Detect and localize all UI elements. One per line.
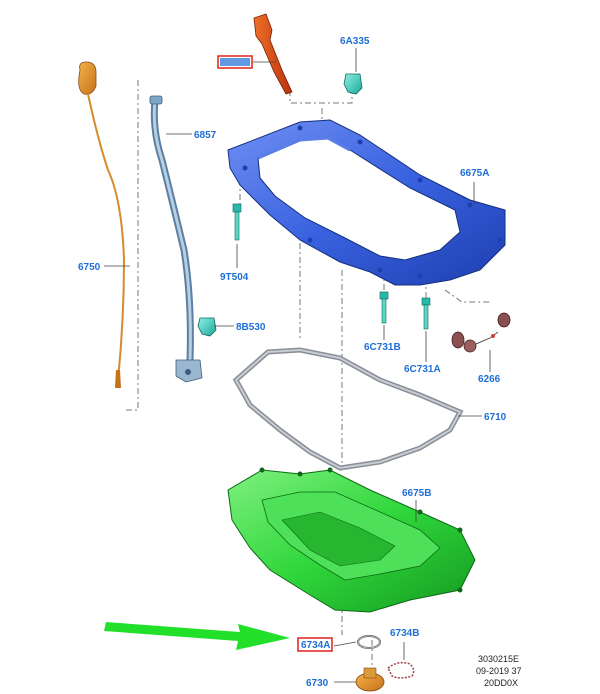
drawing-code: 20DD0X [484, 678, 518, 688]
label-6c731a: 6C731A [404, 364, 441, 375]
label-9t504: 9T504 [220, 272, 249, 283]
label-6675b: 6675B [402, 488, 431, 499]
label-6710: 6710 [484, 412, 507, 423]
redacted-label-oil-filler [220, 58, 250, 66]
drawing-date: 09-2019 37 [476, 666, 522, 676]
pointer-arrow [104, 622, 290, 650]
drain-plug-washer [357, 635, 381, 649]
label-6266: 6266 [478, 374, 501, 385]
label-6734a: 6734A [301, 640, 330, 651]
drain-plug-seal [387, 661, 415, 679]
plug-6a335 [343, 73, 363, 95]
label-6a335: 6A335 [340, 36, 370, 47]
dipstick [78, 61, 126, 388]
label-6857: 6857 [194, 130, 217, 141]
highlight-box-oil-filler [217, 55, 253, 69]
upper-oil-pan [227, 119, 506, 286]
lower-oil-pan [227, 467, 476, 613]
drain-plug [355, 667, 385, 692]
bolt-9t504 [232, 203, 242, 241]
label-6730: 6730 [306, 678, 329, 689]
label-6750: 6750 [78, 262, 101, 273]
bolt-6c731b [379, 291, 389, 324]
label-6c731b: 6C731B [364, 342, 401, 353]
oil-filler-tube [253, 13, 293, 95]
label-8b530: 8B530 [236, 322, 266, 333]
label-6734b: 6734B [390, 628, 419, 639]
drawing-reference: 3030215E 09-2019 37 20DD0X [476, 654, 522, 688]
oil-level-sensor [451, 312, 511, 353]
drawing-id: 3030215E [478, 654, 519, 664]
part-labels: 6750 6857 6A335 6675A 9T504 8B530 6C731B… [78, 36, 507, 689]
highlight-box-6734a [297, 637, 333, 652]
bolt-6c731a [421, 297, 431, 330]
label-6675a: 6675A [460, 168, 489, 179]
bolt-8b530 [197, 317, 217, 337]
oil-pan-gasket [232, 347, 464, 471]
dipstick-tube [149, 95, 203, 383]
leader-lines [104, 48, 491, 683]
